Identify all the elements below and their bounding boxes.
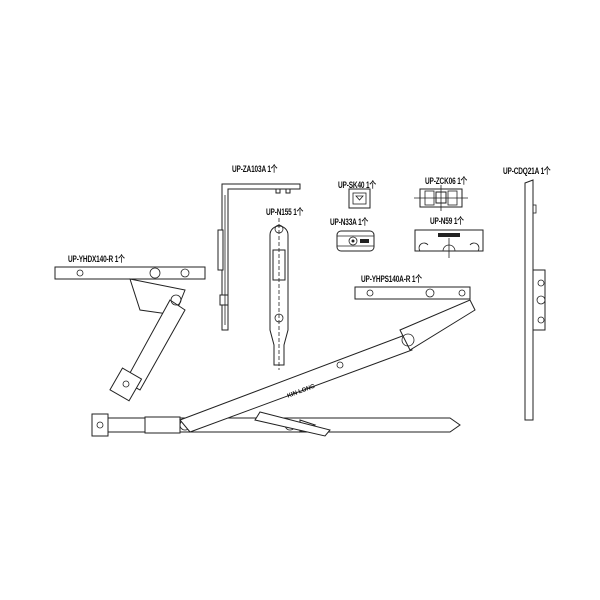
label-yhps140ar: UP-YHPS140A-R 1个 xyxy=(361,274,422,284)
part-n155 xyxy=(269,218,289,370)
label-yhdx140r: UP-YHDX140-R 1个 xyxy=(68,254,125,264)
part-yhdx140r xyxy=(54,266,206,402)
label-n33a: UP-N33A 1个 xyxy=(330,217,368,227)
label-cdq21a: UP-CDQ21A 1个 xyxy=(503,166,551,176)
part-zck06 xyxy=(414,185,468,211)
part-n59 xyxy=(414,229,484,258)
part-za103a xyxy=(217,183,301,331)
label-n155: UP-N155 1个 xyxy=(266,207,304,217)
part-cdq21a xyxy=(524,179,546,421)
label-sk40: UP-SK40 1个 xyxy=(338,180,376,190)
part-sk40 xyxy=(348,188,371,209)
label-zck06: UP-ZCK06 1个 xyxy=(425,176,467,186)
part-n33a xyxy=(336,230,375,252)
label-n59: UP-N59 1个 xyxy=(430,216,464,226)
label-za103a: UP-ZA103A 1个 xyxy=(232,164,278,174)
part-yhps140ar: KIN LONG xyxy=(91,286,476,437)
